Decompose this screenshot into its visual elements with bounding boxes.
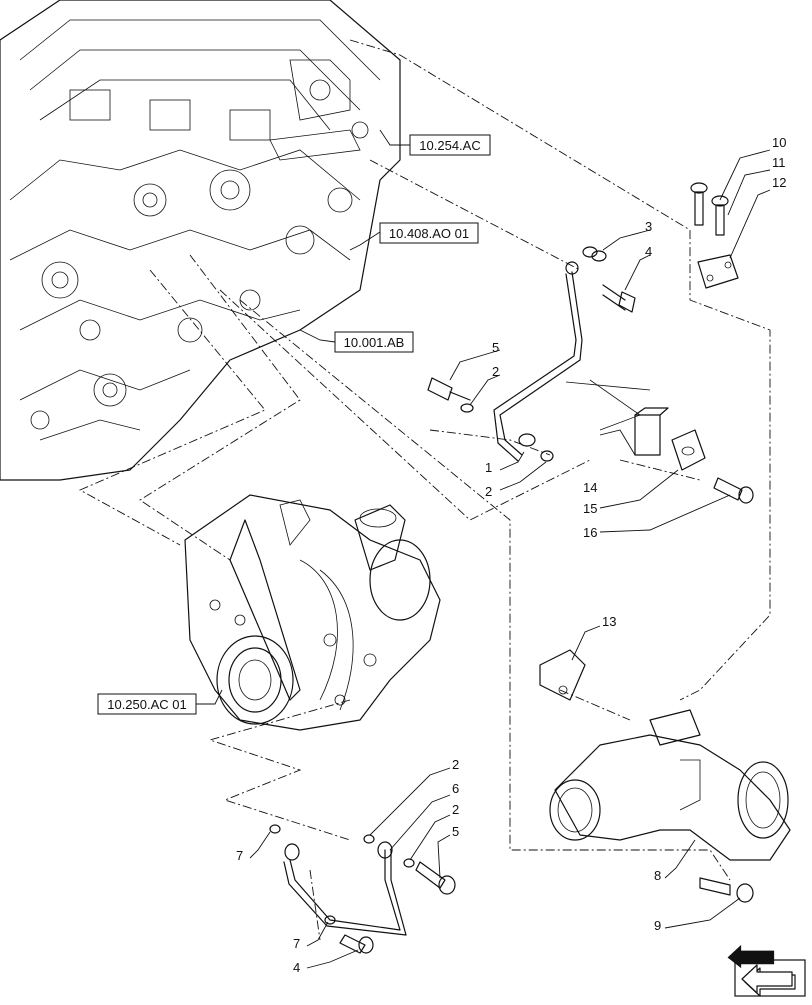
callout-16: 16 xyxy=(583,525,597,540)
reference-label: 10.001.AB xyxy=(344,335,405,350)
reference-leader-lines xyxy=(196,129,410,705)
support-bracket xyxy=(539,649,586,701)
reference-box-10-001-ab[interactable]: 10.001.AB xyxy=(334,331,414,353)
callout-11: 11 xyxy=(772,155,786,170)
assembly-connection-lines xyxy=(78,39,771,941)
back-arrow-icon xyxy=(727,944,796,997)
callout-7: 7 xyxy=(293,936,300,951)
callout-10: 10 xyxy=(772,135,786,150)
oil-return-pipe xyxy=(269,824,456,954)
callout-13: 13 xyxy=(602,614,616,629)
callout-4: 4 xyxy=(645,244,652,259)
bolts-and-cover-plate xyxy=(690,182,739,289)
engine-block-illustration xyxy=(0,0,401,481)
callout-5: 5 xyxy=(452,824,459,839)
callout-4: 4 xyxy=(293,960,300,975)
callout-3: 3 xyxy=(645,219,652,234)
reference-box-10-254-ac[interactable]: 10.254.AC xyxy=(409,134,491,156)
turbo-outlet-elbow xyxy=(549,709,791,903)
callout-2: 2 xyxy=(452,757,459,772)
callout-12: 12 xyxy=(772,175,786,190)
reference-label: 10.254.AC xyxy=(419,138,480,153)
callout-2: 2 xyxy=(485,484,492,499)
callout-numbers: 10 11 12 3 4 5 2 1 2 14 15 16 13 2 6 2 5… xyxy=(236,135,786,975)
reference-label: 10.250.AC 01 xyxy=(107,697,187,712)
callout-14: 14 xyxy=(583,480,597,495)
back-arrow-button[interactable] xyxy=(727,944,806,997)
callout-9: 9 xyxy=(654,918,661,933)
callout-leader-lines xyxy=(249,149,771,969)
callout-1: 1 xyxy=(485,460,492,475)
callout-7: 7 xyxy=(236,848,243,863)
oil-feed-pipe xyxy=(427,246,651,462)
turbocharger-illustration xyxy=(184,494,441,731)
pipe-clamp-assembly xyxy=(634,407,754,504)
callout-5: 5 xyxy=(492,340,499,355)
callout-2: 2 xyxy=(452,802,459,817)
reference-box-10-250-ac-01[interactable]: 10.250.AC 01 xyxy=(97,693,197,715)
reference-label: 10.408.AO 01 xyxy=(389,226,469,241)
callout-2: 2 xyxy=(492,364,499,379)
reference-box-10-408-ao-01[interactable]: 10.408.AO 01 xyxy=(379,222,479,244)
callout-15: 15 xyxy=(583,501,597,516)
callout-8: 8 xyxy=(654,868,661,883)
callout-6: 6 xyxy=(452,781,459,796)
